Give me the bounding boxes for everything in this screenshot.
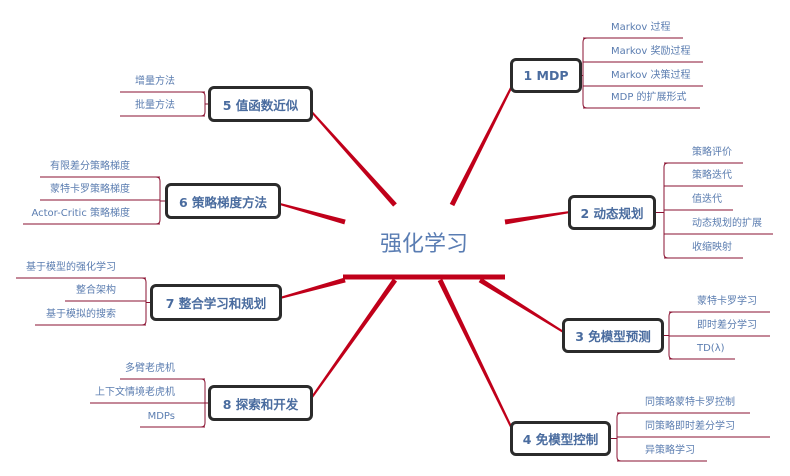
leaf-topic[interactable]: 蒙特卡罗学习 — [697, 296, 757, 307]
branch-topic[interactable]: 6 策略梯度方法 — [165, 183, 281, 219]
branch-topic[interactable]: 8 探索和开发 — [208, 385, 313, 421]
branch-topic[interactable]: 7 整合学习和规划 — [150, 284, 282, 321]
branch-line — [478, 277, 566, 334]
leaf-topic[interactable]: 基于模型的强化学习 — [26, 262, 116, 273]
leaf-topic[interactable]: 蒙特卡罗策略梯度 — [50, 184, 130, 195]
central-topic[interactable]: 强化学习 — [379, 232, 468, 257]
leaf-topic[interactable]: 收缩映射 — [692, 242, 732, 253]
leaf-topic[interactable]: 异策略学习 — [645, 445, 695, 456]
branch-topic[interactable]: 1 MDP — [510, 58, 582, 93]
leaf-topic[interactable]: TD(λ) — [697, 343, 725, 354]
leaf-topic[interactable]: 策略评价 — [692, 147, 732, 158]
leaf-topic[interactable]: 动态规划的扩展 — [692, 218, 762, 229]
branch-topic[interactable]: 5 值函数近似 — [208, 86, 313, 122]
leaf-topic[interactable]: 上下文情境老虎机 — [95, 387, 175, 398]
branch-line — [279, 277, 346, 299]
leaf-bracket — [582, 37, 588, 109]
branch-topic[interactable]: 2 动态规划 — [568, 195, 656, 230]
leaf-topic[interactable]: 整合架构 — [76, 285, 116, 296]
branch-line — [449, 79, 516, 207]
branch-topic[interactable]: 3 免模型预测 — [562, 318, 664, 353]
leaf-topic[interactable]: 基于模拟的搜索 — [46, 309, 116, 320]
leaf-topic[interactable]: Markov 奖励过程 — [611, 46, 691, 57]
leaf-topic[interactable]: 同策略即时差分学习 — [645, 421, 735, 432]
leaf-topic[interactable]: MDP 的扩展形式 — [611, 92, 687, 103]
leaf-topic[interactable]: 策略迭代 — [692, 170, 732, 181]
leaf-topic[interactable]: 即时差分学习 — [697, 320, 757, 331]
leaf-bracket — [200, 91, 206, 117]
leaf-topic[interactable]: 批量方法 — [135, 100, 175, 111]
leaf-topic[interactable]: Actor-Critic 策略梯度 — [31, 208, 130, 219]
leaf-topic[interactable]: 多臂老虎机 — [125, 363, 175, 374]
branch-line — [504, 211, 571, 225]
branch-line — [309, 278, 398, 401]
leaf-topic[interactable]: MDPs — [147, 411, 175, 422]
leaf-topic[interactable]: 有限差分策略梯度 — [50, 161, 130, 172]
leaf-topic[interactable]: Markov 决策过程 — [611, 70, 691, 81]
leaf-topic[interactable]: 增量方法 — [135, 76, 175, 87]
branch-line — [309, 109, 397, 207]
branch-topic[interactable]: 4 免模型控制 — [510, 421, 611, 456]
branch-line — [437, 278, 516, 436]
leaf-topic[interactable]: 值迭代 — [692, 194, 722, 205]
leaf-topic[interactable]: 同策略蒙特卡罗控制 — [645, 397, 735, 408]
branch-line — [279, 203, 346, 225]
leaf-topic[interactable]: Markov 过程 — [611, 22, 671, 33]
